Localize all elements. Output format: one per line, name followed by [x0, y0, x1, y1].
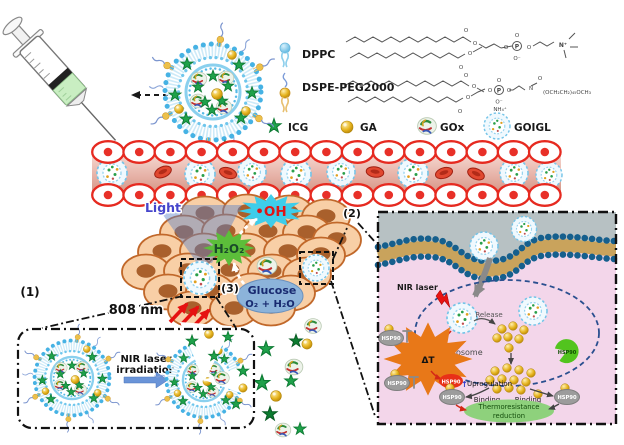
atom-n: N	[529, 86, 533, 92]
legend-icg: ICG	[288, 122, 308, 134]
ga-icon	[340, 120, 354, 134]
atom-o-minus: O⁻	[495, 100, 502, 106]
gox-enzyme	[255, 256, 279, 276]
chemical-structure-dspe	[343, 80, 538, 103]
to-thermo-left	[455, 404, 467, 412]
glucose-oval	[236, 278, 304, 314]
atom-o: O	[458, 109, 463, 115]
atom-n-plus: N⁺	[559, 42, 567, 49]
legend-dspe: DSPE-PEG2000	[302, 81, 395, 94]
dppc-icon	[279, 42, 291, 68]
h2o2-label: H₂O₂	[214, 242, 245, 256]
liposome-disrupted	[154, 322, 253, 435]
arrow-h2o2-to-oh	[238, 217, 258, 235]
endothelial-cells-top	[91, 140, 562, 164]
atom-o: O	[497, 78, 502, 84]
group-nh4: NH₄⁺	[493, 106, 506, 113]
hsp90-free	[554, 339, 579, 364]
delta-t-label: ΔT	[421, 356, 435, 366]
lysosome-label: Lysosome	[443, 348, 482, 357]
thermoresistance-line1: Thermoresistance	[478, 403, 540, 411]
binding-arrow-left	[465, 387, 490, 400]
atom-o: O	[488, 88, 493, 94]
peg-formula: (OCH₂CH₂)₄₅OCH₃	[543, 90, 591, 96]
hsp90-green-label: HSP90	[558, 350, 577, 356]
nir-laser-line1: NIR laser	[120, 354, 171, 365]
inset1-border	[16, 327, 256, 430]
inset2-border	[376, 210, 618, 426]
hsp90-red-label: HSP90	[441, 380, 460, 386]
binding-label-right: Binding	[515, 396, 541, 404]
step1-label: (1)	[20, 285, 39, 299]
binding-label-left: Binding	[474, 396, 500, 404]
released-cargo	[253, 317, 323, 438]
atom-o: O	[472, 84, 477, 90]
legend: DPPC DSPE-PEG2000 ICG GA GOx GOIGL	[266, 42, 551, 140]
arrow-glucose-to-h2o2	[231, 262, 246, 285]
atom-o: O	[515, 33, 520, 39]
nir-laser-label: NIR laser	[397, 283, 438, 292]
atom-o: O	[468, 51, 473, 57]
gox-icon	[416, 116, 438, 136]
release-label: Release	[475, 311, 502, 319]
light-beam	[156, 205, 242, 263]
boxed-liposome-1	[180, 258, 220, 298]
thermoresistance-line2: reduction	[493, 412, 525, 420]
atom-o: O	[504, 45, 509, 51]
nir-laser-line2: irradiation	[116, 365, 176, 376]
atom-o: O	[459, 65, 464, 71]
blood-vessel	[91, 140, 563, 207]
thermoresistance-oval	[464, 399, 554, 423]
step2-label: (2)	[343, 207, 361, 220]
upregulation-arrow: ↑	[461, 380, 468, 389]
lysosome-outline	[414, 279, 600, 387]
atom-o: O	[464, 28, 469, 34]
hsp90-upregulated	[439, 374, 463, 388]
atom-o-minus: O⁻	[513, 56, 520, 62]
inset-1: NIR laser irradiation	[16, 322, 256, 435]
syringe	[2, 16, 117, 141]
legend-gox: GOx	[440, 122, 465, 134]
wavelength-label: 808 nm	[109, 303, 163, 318]
glucose-label: Glucose	[248, 284, 297, 297]
atom-o: O	[466, 95, 471, 101]
upregulation-label: Upregulation	[467, 380, 512, 388]
atom-o: O	[527, 45, 532, 51]
cell-membrane	[374, 233, 620, 283]
step3-label: (3)	[221, 282, 239, 295]
liposome-lysosome-2	[518, 296, 548, 326]
liposome-extracellular	[510, 215, 538, 243]
oh-label: •OH	[255, 204, 286, 220]
release-arrow	[473, 318, 496, 325]
chemical-structure-dppc	[345, 32, 578, 59]
legend-dppc: DPPC	[302, 48, 335, 61]
liposome-intact	[22, 324, 121, 433]
legend-ga: GA	[360, 122, 378, 134]
irradiation-arrow	[123, 371, 169, 389]
atom-o: O	[473, 41, 478, 47]
binding-arrow-right	[529, 388, 554, 398]
chemical-atom-labels: O O O O O P O O⁻ O N⁺ O O O O O P O O⁻ N…	[458, 28, 591, 115]
atom-o: O	[464, 73, 469, 79]
goigl-icon	[483, 112, 511, 140]
boxed-liposome-2	[299, 251, 334, 285]
atom-p: P	[497, 88, 502, 95]
liposome-entering	[469, 231, 499, 261]
endocytosis-arrow	[472, 257, 493, 298]
atom-o: O	[507, 88, 512, 94]
dspe-peg2000-icon	[279, 72, 291, 113]
to-thermo-right	[548, 403, 560, 410]
light-label: Light	[145, 200, 181, 215]
atom-p: P	[515, 44, 520, 51]
o2-h2o-label: O₂ + H₂O	[245, 299, 294, 310]
inset-2: Lysosome NIR laser Release ΔT HSP90 ↑ Up…	[374, 210, 620, 426]
icg-icon	[266, 118, 282, 133]
legend-goigl: GOIGL	[514, 122, 551, 134]
liposome-lysosome-1	[446, 302, 478, 334]
connector-lines	[41, 222, 377, 417]
atom-o: O	[538, 76, 543, 82]
